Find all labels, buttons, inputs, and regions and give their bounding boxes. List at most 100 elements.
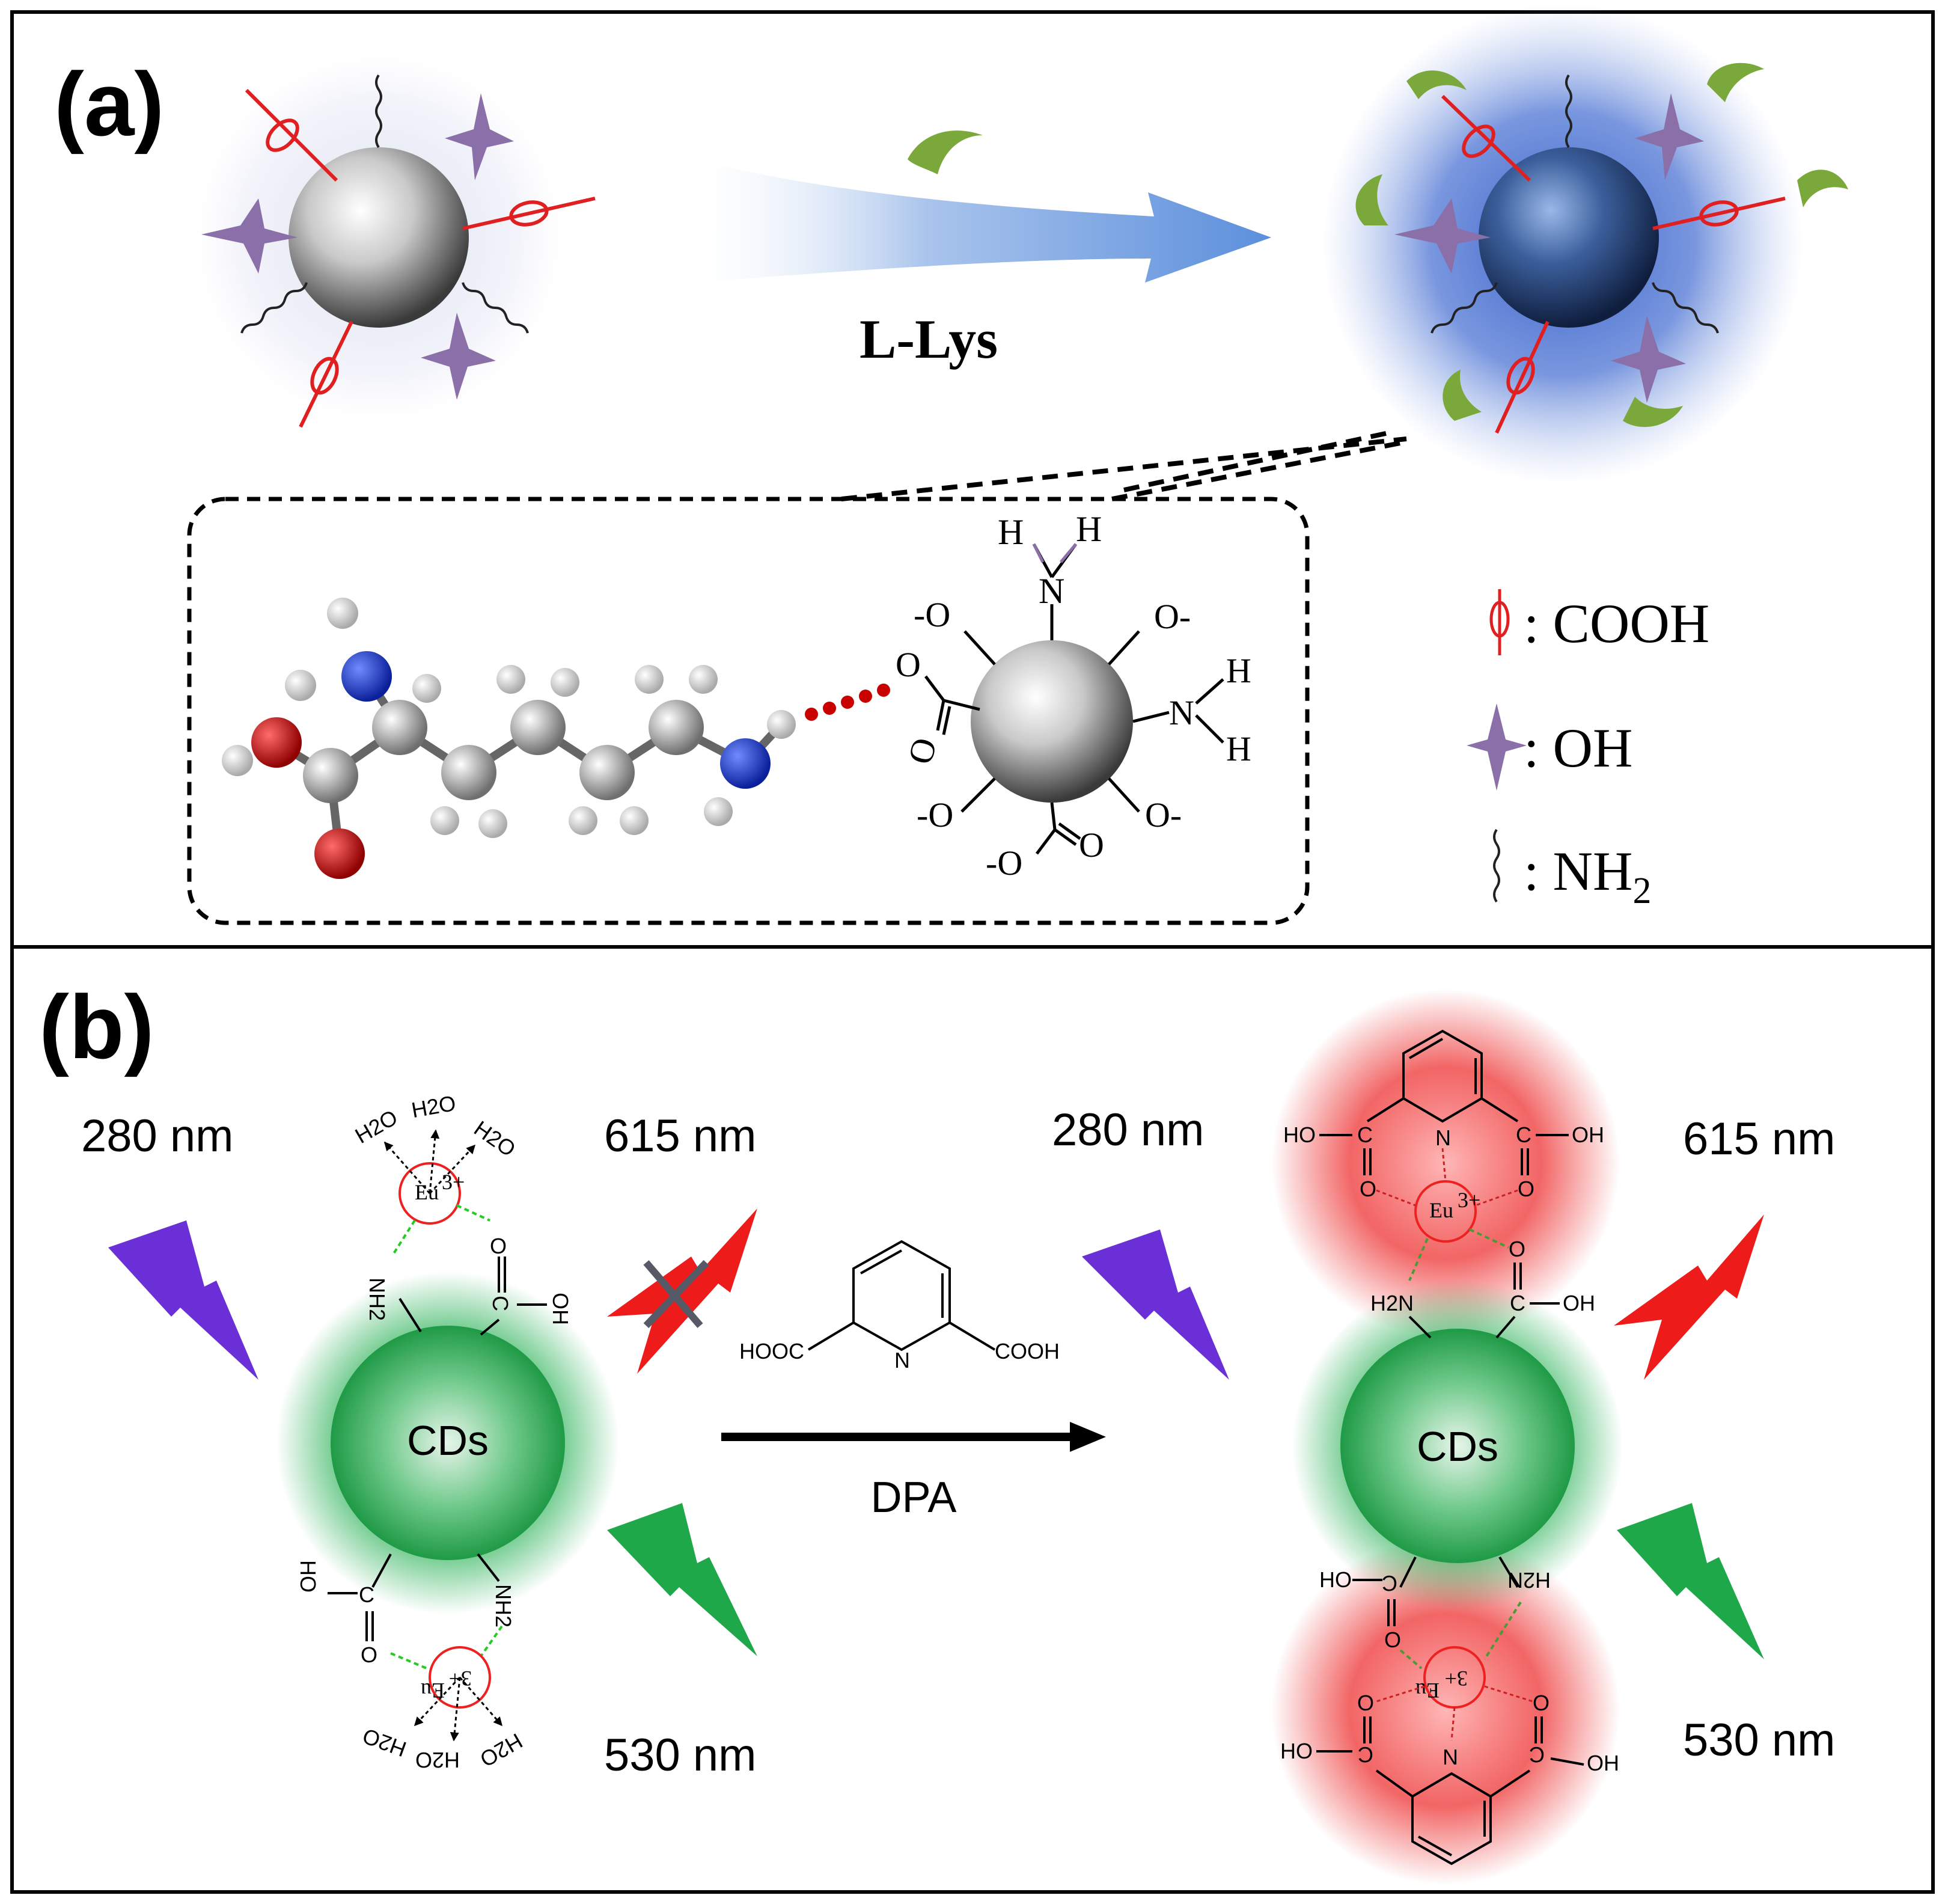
svg-text:H: H xyxy=(998,512,1024,552)
legend-cooh-icon xyxy=(1489,589,1510,655)
svg-text:Eu: Eu xyxy=(1415,1679,1440,1703)
reaction-arrow xyxy=(697,159,1271,283)
zoom-carbon-dot: H H N -O O- N H H O O -O O- -O O xyxy=(896,509,1251,883)
panel-b-label: (b) xyxy=(39,976,154,1077)
reaction-arrow-b xyxy=(721,1422,1106,1452)
svg-text:O: O xyxy=(1360,1177,1376,1201)
svg-text:H: H xyxy=(1226,729,1251,768)
svg-text:C: C xyxy=(1529,1742,1545,1767)
svg-text:3+: 3+ xyxy=(442,1170,465,1194)
svg-text:C: C xyxy=(359,1582,374,1607)
left-excitation-label: 280 nm xyxy=(81,1110,234,1162)
svg-text:H2O: H2O xyxy=(415,1748,460,1772)
svg-text:H: H xyxy=(1076,509,1102,549)
left-cd-label: CDs xyxy=(407,1417,489,1464)
oh-group-icon xyxy=(201,93,514,400)
svg-text:O: O xyxy=(1357,1691,1374,1715)
svg-text:OH: OH xyxy=(1572,1122,1604,1147)
svg-text:H2O: H2O xyxy=(409,1091,457,1122)
legend-cooh: : COOH xyxy=(1524,593,1709,654)
svg-text:OH: OH xyxy=(1587,1751,1619,1775)
svg-text:HO: HO xyxy=(1319,1567,1352,1592)
svg-text:HOOC: HOOC xyxy=(739,1339,804,1364)
lysine-atoms xyxy=(222,598,796,879)
left-uv-bolt-icon xyxy=(108,1220,258,1380)
right-uv-bolt-icon xyxy=(1082,1229,1229,1380)
left-red-bolt-quenched xyxy=(607,1208,757,1374)
svg-text:-O: -O xyxy=(917,795,953,834)
svg-text:H2O: H2O xyxy=(359,1724,410,1762)
left-red-emission-label: 615 nm xyxy=(604,1110,757,1162)
legend-oh: : OH xyxy=(1524,717,1632,779)
svg-text:C: C xyxy=(1510,1291,1525,1315)
svg-text:O: O xyxy=(1384,1627,1401,1652)
svg-text:N: N xyxy=(1039,571,1064,611)
zoom-inset xyxy=(187,497,1310,925)
svg-text:O: O xyxy=(900,733,945,768)
svg-text:H2O: H2O xyxy=(476,1728,527,1772)
svg-text:O: O xyxy=(1079,825,1104,865)
l-lys-icon xyxy=(908,130,983,174)
svg-text:H2O: H2O xyxy=(469,1116,520,1162)
svg-text:-O: -O xyxy=(986,843,1022,883)
svg-text:C: C xyxy=(1382,1571,1397,1596)
svg-text:H: H xyxy=(1226,651,1251,690)
svg-text:O: O xyxy=(361,1642,377,1667)
right-red-glow-top xyxy=(1271,989,1620,1338)
svg-text:H2N: H2N xyxy=(1370,1291,1414,1315)
right-carbon-dot: CDs xyxy=(1292,1281,1623,1611)
svg-text:NH2: NH2 xyxy=(491,1584,516,1627)
svg-text:3+: 3+ xyxy=(1458,1188,1480,1212)
svg-text:C: C xyxy=(1516,1122,1531,1147)
svg-text:N: N xyxy=(894,1348,910,1373)
left-carbon-dot: CDs xyxy=(276,1272,619,1614)
cooh-group-icon xyxy=(245,88,596,428)
nh2-group-icon xyxy=(240,74,529,334)
left-green-emission-label: 530 nm xyxy=(604,1730,757,1781)
svg-text:HO: HO xyxy=(1283,1122,1316,1147)
svg-text:N: N xyxy=(1435,1125,1451,1150)
svg-text:C: C xyxy=(1358,1742,1373,1767)
dpa-label: DPA xyxy=(871,1474,957,1522)
right-cd-label: CDs xyxy=(1417,1423,1498,1470)
svg-text:HO: HO xyxy=(296,1560,320,1593)
svg-text:O: O xyxy=(1518,1177,1534,1201)
svg-text:Eu: Eu xyxy=(1429,1198,1453,1222)
panel-b-frame xyxy=(10,945,1935,1894)
right-bottom-eu-complex: HO C O H2N Eu 3+ O O C C HO OH N xyxy=(1280,1556,1619,1866)
right-green-emission-label: 530 nm xyxy=(1683,1715,1836,1766)
svg-text:HO: HO xyxy=(1280,1739,1313,1763)
legend-nh2: : NH2 xyxy=(1524,840,1651,911)
right-top-eu-complex: N C C HO OH O O Eu 3+ O C OH H2N xyxy=(1283,1029,1604,1339)
svg-text:C: C xyxy=(488,1296,513,1311)
svg-text:N: N xyxy=(1169,693,1194,732)
left-green-bolt-icon xyxy=(607,1503,757,1656)
svg-text:N: N xyxy=(1443,1745,1458,1769)
svg-text:O: O xyxy=(1533,1691,1550,1715)
lys-bound-carbon-dot xyxy=(1322,3,1848,484)
svg-text:O: O xyxy=(490,1234,507,1258)
svg-text:O-: O- xyxy=(1154,597,1191,636)
svg-text:O-: O- xyxy=(1145,795,1182,834)
svg-text:O: O xyxy=(896,645,921,684)
hydrogen-bond xyxy=(805,684,890,721)
bound-lys-icons xyxy=(1355,63,1848,427)
legend-oh-icon xyxy=(1467,703,1527,791)
svg-text:COOH: COOH xyxy=(995,1339,1060,1364)
svg-text:-O: -O xyxy=(914,595,950,634)
zoom-lines xyxy=(841,430,1407,501)
right-red-glow-bottom xyxy=(1271,1536,1620,1885)
l-lys-label: L-Lys xyxy=(860,308,998,370)
svg-text:H2O: H2O xyxy=(351,1104,402,1148)
right-red-bolt-icon xyxy=(1614,1214,1764,1380)
right-excitation-label: 280 nm xyxy=(1052,1104,1205,1156)
panel-a-label: (a) xyxy=(54,54,164,155)
right-green-bolt-icon xyxy=(1617,1503,1764,1659)
legend: : COOH : OH : NH2 xyxy=(1467,589,1709,911)
svg-text:H2N: H2N xyxy=(1507,1568,1551,1593)
svg-text:O: O xyxy=(1509,1237,1525,1261)
svg-text:Eu: Eu xyxy=(415,1180,439,1204)
svg-text:OH: OH xyxy=(548,1293,573,1325)
svg-text:3+: 3+ xyxy=(1445,1667,1468,1691)
